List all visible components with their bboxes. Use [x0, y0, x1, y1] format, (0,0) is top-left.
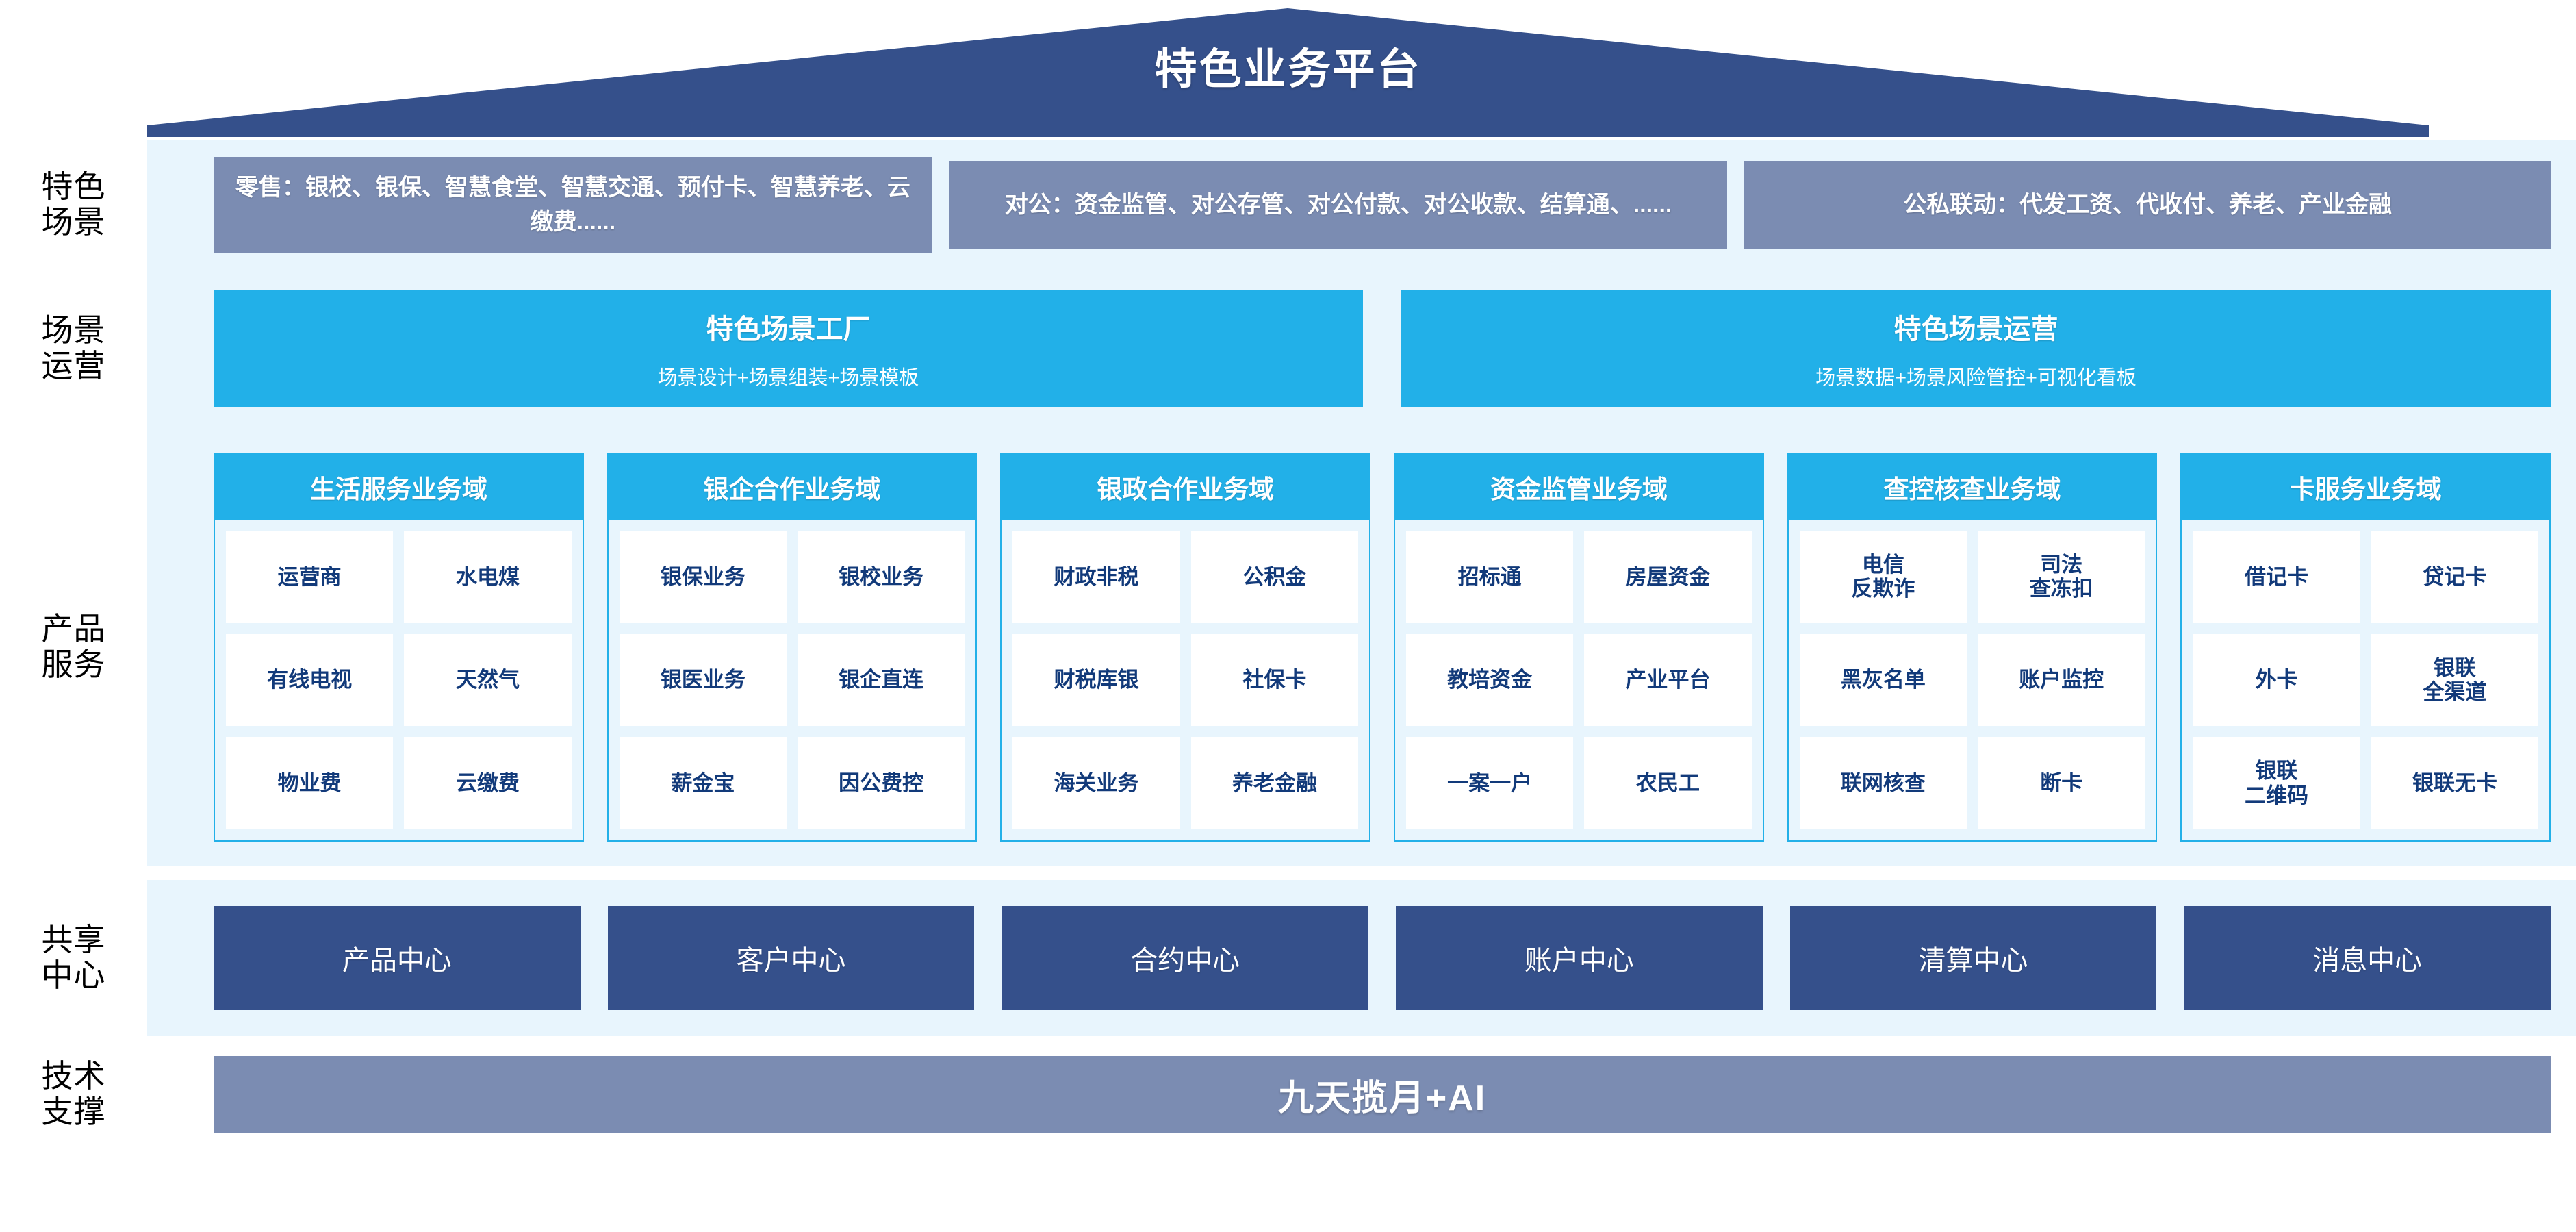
shared-center-contract[interactable]: 合约中心: [1002, 906, 1369, 1010]
ops-box-scenario-factory[interactable]: 特色场景工厂 场景设计+场景组装+场景模板: [214, 290, 1363, 407]
row-body-scenario-operations: 特色场景工厂 场景设计+场景组装+场景模板 特色场景运营 场景数据+场景风险管控…: [147, 269, 2576, 428]
product-cell[interactable]: 银保业务: [619, 531, 787, 623]
row-body-product-services: 生活服务业务域 运营商 水电煤 有线电视 天然气 物业费 云缴费 银企合作业务域…: [147, 428, 2576, 866]
spacer: [0, 866, 2576, 880]
scenario-box-corporate[interactable]: 对公：资金监管、对公存管、对公付款、对公收款、结算通、......: [949, 161, 1728, 249]
shared-center-settlement[interactable]: 清算中心: [1789, 906, 2157, 1010]
ops-title-scenario-factory: 特色场景工厂: [706, 314, 871, 344]
domain-grid-investigation-control: 电信 反欺诈 司法 查冻扣 黑灰名单 账户监控 联网核查 断卡: [1789, 520, 2156, 840]
product-cell[interactable]: 水电煤: [404, 531, 572, 623]
shared-center-product[interactable]: 产品中心: [214, 906, 581, 1010]
row-label-technical-support: 技术 支撑: [0, 1051, 147, 1137]
product-cell[interactable]: 司法 查冻扣: [1978, 531, 2145, 623]
product-cell[interactable]: 海关业务: [1012, 737, 1180, 829]
product-cell[interactable]: 云缴费: [404, 737, 572, 829]
domain-column-bank-government: 银政合作业务域 财政非税 公积金 财税库银 社保卡 海关业务 养老金融: [1000, 453, 1371, 842]
domain-grid-fund-supervision: 招标通 房屋资金 教培资金 产业平台 一案一户 农民工: [1395, 520, 1763, 840]
product-cell[interactable]: 天然气: [404, 633, 572, 727]
product-cell[interactable]: 因公费控: [798, 737, 965, 829]
domain-title-investigation-control: 查控核查业务域: [1788, 454, 2156, 520]
domain-column-investigation-control: 查控核查业务域 电信 反欺诈 司法 查冻扣 黑灰名单 账户监控 联网核查 断卡: [1787, 453, 2158, 842]
ops-sub-scenario-factory: 场景设计+场景组装+场景模板: [657, 367, 919, 389]
product-cell[interactable]: 银校业务: [798, 531, 965, 623]
page-title: 特色业务平台: [1154, 46, 1422, 93]
product-cell[interactable]: 财税库银: [1012, 633, 1180, 727]
product-cell[interactable]: 断卡: [1978, 737, 2145, 829]
domain-column-life-service: 生活服务业务域 运营商 水电煤 有线电视 天然气 物业费 云缴费: [214, 453, 584, 842]
domain-column-bank-enterprise: 银企合作业务域 银保业务 银校业务 银医业务 银企直连 薪金宝 因公费控: [607, 453, 978, 842]
product-cell[interactable]: 银联 全渠道: [2371, 633, 2539, 727]
domain-grid-bank-government: 财政非税 公积金 财税库银 社保卡 海关业务 养老金融: [1002, 520, 1369, 840]
domain-grid-card-service: 借记卡 贷记卡 外卡 银联 全渠道 银联 二维码 银联无卡: [2182, 520, 2549, 840]
row-body-featured-scenarios: 零售：银校、银保、智慧食堂、智慧交通、预付卡、智慧养老、云缴费...... 对公…: [147, 140, 2576, 269]
row-featured-scenarios: 特色 场景 零售：银校、银保、智慧食堂、智慧交通、预付卡、智慧养老、云缴费...…: [0, 140, 2576, 269]
domain-column-card-service: 卡服务业务域 借记卡 贷记卡 外卡 银联 全渠道 银联 二维码 银联无卡: [2180, 453, 2551, 842]
row-product-services: 产品 服务 生活服务业务域 运营商 水电煤 有线电视 天然气 物业费 云缴费 银…: [0, 428, 2576, 866]
product-cell[interactable]: 运营商: [226, 531, 394, 623]
product-cell[interactable]: 社保卡: [1190, 633, 1359, 727]
product-cell[interactable]: 账户监控: [1978, 633, 2145, 727]
domain-grid-life-service: 运营商 水电煤 有线电视 天然气 物业费 云缴费: [215, 520, 583, 840]
domain-title-bank-enterprise: 银企合作业务域: [608, 454, 976, 520]
ops-sub-scenario-operation: 场景数据+场景风险管控+可视化看板: [1815, 367, 2137, 389]
platform-roof-banner: 特色业务平台: [0, 0, 2576, 140]
shared-center-account[interactable]: 账户中心: [1396, 906, 1763, 1010]
tech-support-bar[interactable]: 九天揽月+AI: [214, 1056, 2551, 1133]
product-cell[interactable]: 外卡: [2193, 633, 2360, 727]
shared-center-message[interactable]: 消息中心: [2184, 906, 2551, 1010]
product-cell[interactable]: 财政非税: [1012, 531, 1180, 623]
product-cell[interactable]: 公积金: [1190, 531, 1359, 623]
ops-box-scenario-operation[interactable]: 特色场景运营 场景数据+场景风险管控+可视化看板: [1401, 290, 2551, 407]
row-scenario-operations: 场景 运营 特色场景工厂 场景设计+场景组装+场景模板 特色场景运营 场景数据+…: [0, 269, 2576, 428]
row-body-technical-support: 九天揽月+AI: [147, 1051, 2576, 1137]
roof-shape-icon: [147, 8, 2429, 137]
scenario-box-public-private[interactable]: 公私联动：代发工资、代收付、养老、产业金融: [1744, 161, 2551, 249]
product-cell[interactable]: 物业费: [226, 737, 394, 829]
row-label-product-services: 产品 服务: [0, 428, 147, 866]
product-cell[interactable]: 贷记卡: [2371, 531, 2539, 623]
product-cell[interactable]: 招标通: [1406, 531, 1574, 623]
product-cell[interactable]: 银医业务: [619, 633, 787, 727]
ops-title-scenario-operation: 特色场景运营: [1893, 314, 2058, 344]
product-cell[interactable]: 农民工: [1584, 737, 1752, 829]
domain-title-card-service: 卡服务业务域: [2182, 454, 2550, 520]
row-label-scenario-operations: 场景 运营: [0, 269, 147, 428]
shared-center-customer[interactable]: 客户中心: [607, 906, 975, 1010]
row-body-shared-centers: 产品中心 客户中心 合约中心 账户中心 清算中心 消息中心: [147, 880, 2576, 1036]
row-technical-support: 技术 支撑 九天揽月+AI: [0, 1051, 2576, 1137]
domain-title-fund-supervision: 资金监管业务域: [1395, 454, 1763, 520]
row-label-featured-scenarios: 特色 场景: [0, 140, 147, 269]
scenario-box-retail[interactable]: 零售：银校、银保、智慧食堂、智慧交通、预付卡、智慧养老、云缴费......: [214, 156, 932, 253]
product-cell[interactable]: 薪金宝: [619, 737, 787, 829]
product-cell[interactable]: 一案一户: [1406, 737, 1574, 829]
product-cell[interactable]: 有线电视: [226, 633, 394, 727]
product-cell[interactable]: 银联 二维码: [2193, 737, 2360, 829]
domain-title-life-service: 生活服务业务域: [215, 454, 583, 520]
product-cell[interactable]: 产业平台: [1584, 633, 1752, 727]
domain-column-fund-supervision: 资金监管业务域 招标通 房屋资金 教培资金 产业平台 一案一户 农民工: [1394, 453, 1764, 842]
domain-title-bank-government: 银政合作业务域: [1002, 454, 1370, 520]
product-cell[interactable]: 教培资金: [1406, 633, 1574, 727]
row-shared-centers: 共享 中心 产品中心 客户中心 合约中心 账户中心 清算中心 消息中心: [0, 880, 2576, 1036]
product-cell[interactable]: 养老金融: [1190, 737, 1359, 829]
product-cell[interactable]: 银联无卡: [2371, 737, 2539, 829]
product-cell[interactable]: 借记卡: [2193, 531, 2360, 623]
product-cell[interactable]: 黑灰名单: [1799, 633, 1967, 727]
row-label-shared-centers: 共享 中心: [0, 880, 147, 1036]
product-cell[interactable]: 房屋资金: [1584, 531, 1752, 623]
product-cell[interactable]: 银企直连: [798, 633, 965, 727]
product-cell[interactable]: 电信 反欺诈: [1799, 531, 1967, 623]
product-cell[interactable]: 联网核查: [1799, 737, 1967, 829]
domain-grid-bank-enterprise: 银保业务 银校业务 银医业务 银企直连 薪金宝 因公费控: [609, 520, 976, 840]
